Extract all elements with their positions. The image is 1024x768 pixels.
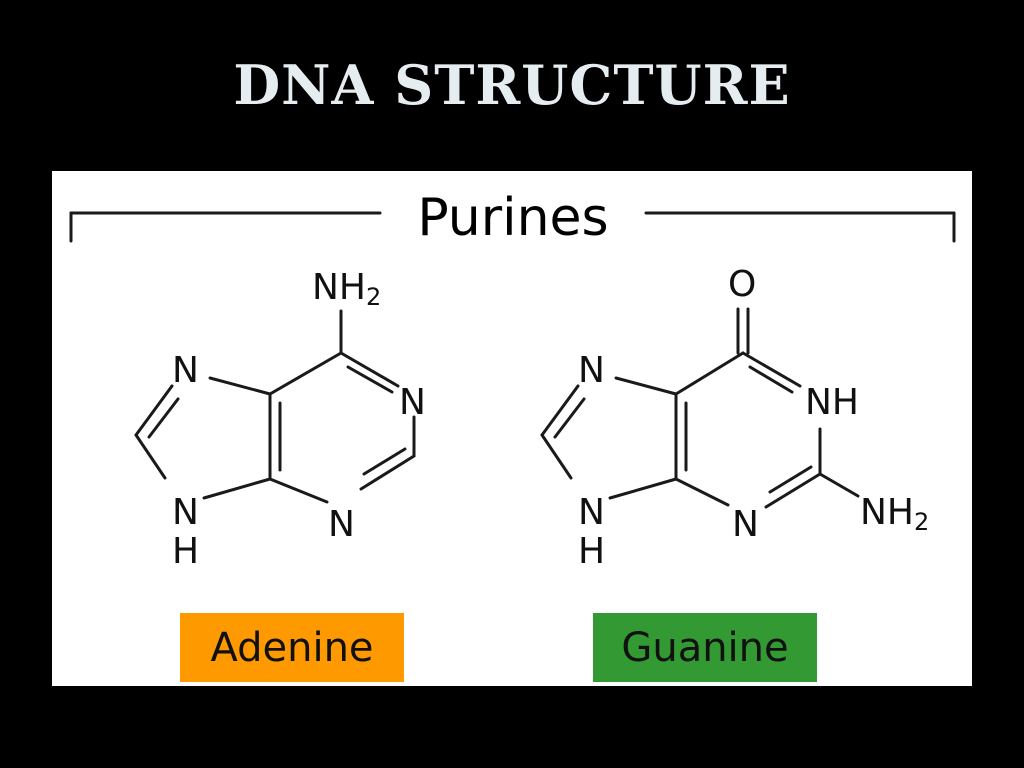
bond-c6-c5 [674, 351, 745, 396]
slide-title: DNA STRUCTURE [233, 53, 791, 117]
bond-c6-c5 [268, 351, 343, 396]
guanine-n9-h-label: H [578, 531, 605, 572]
bond-c2-amine [818, 472, 860, 498]
adenine-n7-label: N [172, 350, 199, 391]
bond-n7-c8 [134, 384, 174, 437]
guanine-structure: O NH NH2 N N N H [540, 264, 929, 572]
bond-n7-c8 [540, 384, 580, 437]
guanine-n1h-label: NH [805, 382, 859, 423]
purines-bracket: Purines [69, 188, 956, 248]
bond-c6-n1 [339, 351, 400, 388]
bond-c2-n3-double [362, 447, 407, 476]
guanine-n7-label: N [578, 350, 605, 391]
bond-c2-n3-double [768, 465, 813, 494]
bond-n3-c4 [268, 477, 329, 504]
adenine-n9-label: N [172, 492, 199, 533]
bond-n7-c8-double [553, 397, 586, 439]
bond-c5-n7 [208, 376, 272, 396]
bond-c2-n3 [359, 454, 416, 491]
adenine-amine-label: NH2 [312, 267, 381, 311]
bond-n3-c4 [674, 477, 730, 507]
adenine-n9-h-label: H [172, 531, 199, 572]
purines-panel: Purines NH2 N N N N H [52, 171, 972, 686]
adenine-n1-label: N [399, 382, 426, 423]
adenine-structure: NH2 N N N N H [134, 267, 426, 572]
bond-c6-n1-double [748, 365, 794, 394]
bond-c6-n1-double [346, 365, 394, 394]
guanine-amine-label: NH2 [860, 492, 929, 536]
guanine-n9-label: N [578, 492, 605, 533]
bond-c2-n3 [764, 472, 822, 509]
bond-n9-c4 [202, 477, 272, 500]
bond-c5-n7 [614, 376, 678, 396]
guanine-n3-label: N [732, 504, 759, 545]
group-heading: Purines [417, 188, 608, 248]
bond-c6-n1 [741, 351, 802, 388]
guanine-carbonyl-o-label: O [728, 264, 756, 305]
purines-diagram: Purines NH2 N N N N H [69, 188, 956, 572]
bond-n7-c8-double [147, 397, 180, 439]
bond-n9-c4 [608, 477, 678, 500]
bond-c8-n9 [540, 433, 573, 480]
guanine-label: Guanine [593, 613, 817, 682]
adenine-n3-label: N [328, 504, 355, 545]
adenine-label: Adenine [180, 613, 404, 682]
bond-c8-n9 [134, 433, 167, 480]
